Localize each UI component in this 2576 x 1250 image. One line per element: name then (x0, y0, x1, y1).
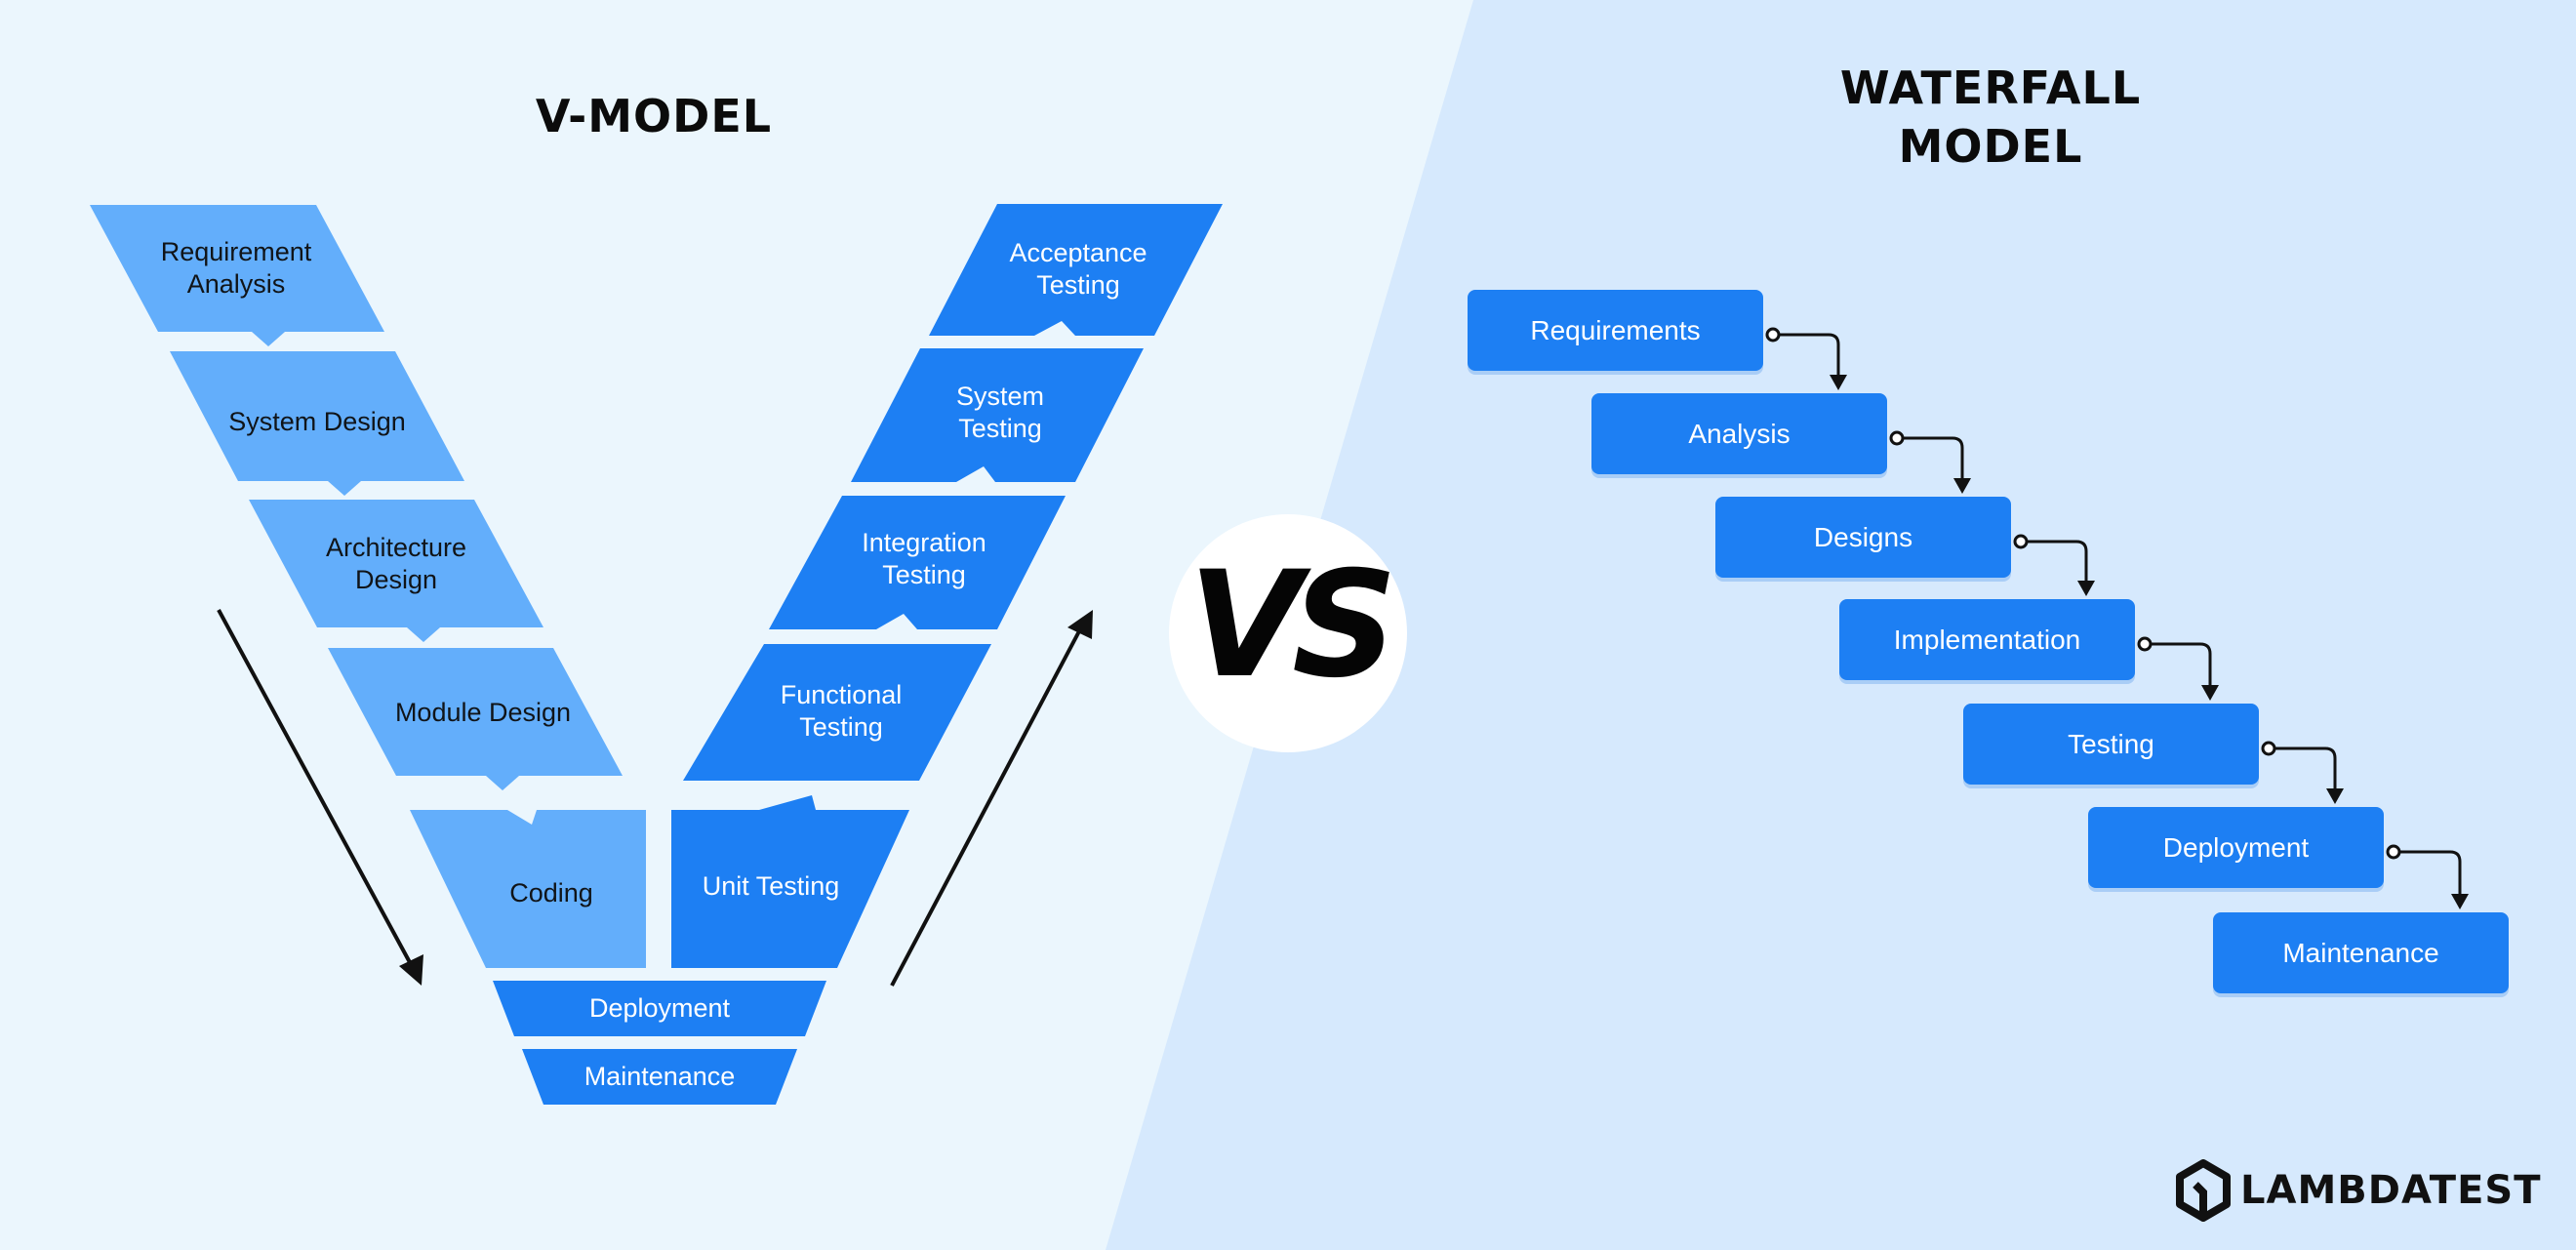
v-model-title: V-MODEL (535, 90, 773, 142)
connector-arrow (1765, 327, 1847, 390)
waterfall-step-testing: Testing (1963, 704, 2259, 785)
block-deployment (493, 981, 826, 1036)
versus-label: VS (1187, 541, 1397, 710)
block-requirement-analysis (90, 205, 384, 346)
down-arrow (217, 609, 414, 967)
connector-arrow (2261, 741, 2344, 804)
block-functional-testing (683, 644, 991, 781)
connector-arrow (2386, 844, 2469, 909)
block-architecture-design (249, 500, 543, 642)
up-arrow-head (1067, 610, 1093, 639)
block-coding (410, 810, 646, 968)
waterfall-step-implementation: Implementation (1839, 599, 2135, 680)
block-maintenance (522, 1049, 797, 1105)
connector-arrow (2137, 636, 2219, 701)
up-arrow (890, 628, 1082, 987)
block-integration-testing (769, 496, 1066, 629)
block-system-testing (851, 348, 1144, 482)
waterfall-step-designs: Designs (1715, 497, 2011, 578)
block-module-design (328, 648, 623, 790)
lambdatest-logo-icon (2176, 1159, 2231, 1222)
down-arrow-head (399, 954, 423, 986)
connector-arrow (1889, 430, 1971, 494)
connector-arrow (2013, 534, 2095, 596)
waterfall-step-deployment: Deployment (2088, 807, 2384, 888)
block-system-design (170, 351, 464, 496)
block-acceptance-testing (929, 204, 1223, 336)
waterfall-step-requirements: Requirements (1468, 290, 1763, 371)
waterfall-step-maintenance: Maintenance (2213, 912, 2509, 993)
versus-badge: VS (1169, 514, 1407, 752)
block-unit-testing (671, 795, 909, 968)
waterfall-step-analysis: Analysis (1591, 393, 1887, 474)
brand-name: LAMBDATEST (2240, 1168, 2542, 1213)
lambdatest-brand: LAMBDATEST (2176, 1159, 2542, 1222)
